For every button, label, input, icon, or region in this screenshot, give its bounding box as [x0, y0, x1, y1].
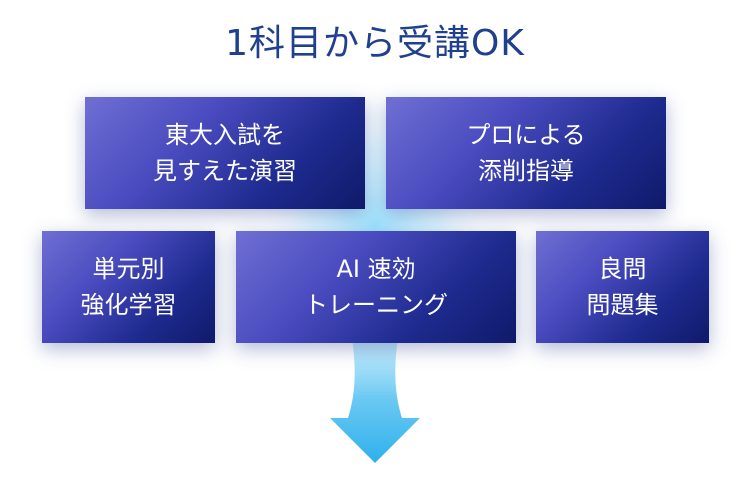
feature-box-line-2: トレーニング: [304, 291, 448, 319]
feature-box-line-2: 強化学習: [80, 291, 177, 319]
feature-box-problem-collection: 良問 問題集: [536, 231, 709, 343]
feature-box-line-2: 見すえた演習: [153, 157, 297, 185]
feature-box-line-1: 単元別: [92, 255, 165, 283]
feature-box-line-2: 添削指導: [478, 157, 574, 185]
feature-box-line-2: 問題集: [586, 291, 659, 319]
feature-box-line-1: 東大入試を: [165, 121, 285, 149]
feature-box-pro-correction: プロによる 添削指導: [386, 97, 666, 209]
feature-box-exam-practice: 東大入試を 見すえた演習: [85, 97, 365, 209]
feature-box-ai-training: AI 速効 トレーニング: [236, 231, 516, 343]
diagram-title: 1科目から受講OK: [225, 23, 525, 64]
feature-box-line-1: AI 速効: [336, 255, 416, 283]
feature-box-line-1: プロによる: [466, 121, 586, 149]
feature-box-unit-learning: 単元別 強化学習: [42, 231, 215, 343]
feature-box-line-1: 良問: [598, 255, 647, 283]
